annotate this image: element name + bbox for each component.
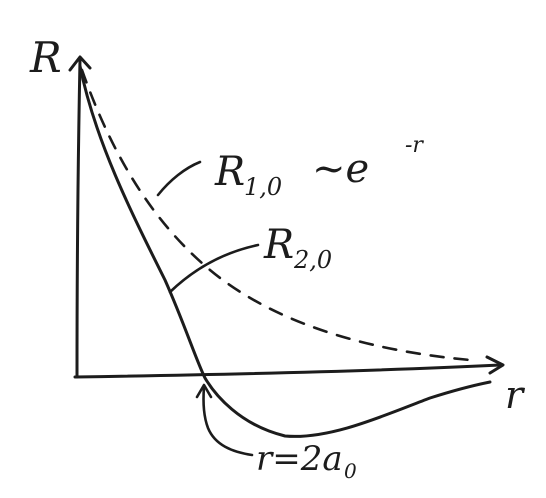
curve-r10-label: R — [214, 149, 245, 195]
node-label: r=2a — [256, 439, 343, 479]
y-axis — [75, 58, 82, 379]
leader-line-r10 — [156, 160, 202, 197]
curve-r20-subscript: 2,0 — [293, 246, 332, 274]
node-pointer-arrowhead — [195, 383, 213, 399]
node-pointer-arrow — [202, 385, 254, 457]
x-axis-label: r — [505, 373, 526, 417]
curve-r10-subscript: 1,0 — [244, 173, 282, 201]
curve-r10-exponent: -r — [405, 133, 424, 158]
curve-r10-relation: ~e — [312, 146, 369, 192]
y-axis-arrowhead — [68, 55, 92, 72]
x-axis-arrowhead — [485, 355, 505, 375]
y-axis-label: R — [29, 33, 62, 82]
node-label-subscript: 0 — [344, 459, 357, 483]
leader-line-r20 — [168, 243, 260, 294]
x-axis — [73, 363, 502, 379]
curve-r20-solid — [78, 64, 492, 438]
curve-r20-label: R — [263, 222, 294, 268]
curve-r10-dashed — [80, 68, 472, 362]
